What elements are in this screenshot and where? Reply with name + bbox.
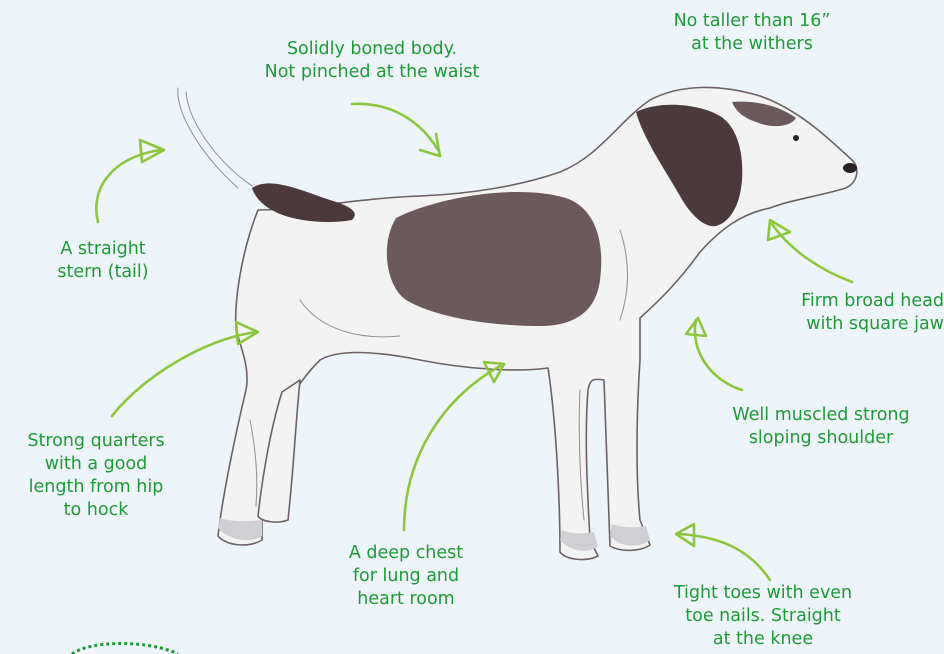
label-toes-line-1: Tight toes with even <box>648 582 878 605</box>
logo-mark <box>72 644 178 654</box>
label-chest-line-2: for lung and <box>326 565 486 588</box>
label-chest-line-1: A deep chest <box>326 542 486 565</box>
label-chest-line-3: heart room <box>326 588 486 611</box>
label-height-line-1: No taller than 16” <box>632 10 872 33</box>
label-quarters-line-2: with a good <box>6 453 186 476</box>
label-chest: A deep chest for lung and heart room <box>326 542 486 611</box>
label-body-line-1: Solidly boned body. <box>232 38 512 61</box>
label-body: Solidly boned body. Not pinched at the w… <box>232 38 512 84</box>
label-quarters-line-4: to hock <box>6 499 186 522</box>
label-quarters-line-1: Strong quarters <box>6 430 186 453</box>
label-stern-line-1: A straight <box>28 238 178 261</box>
label-stern: A straight stern (tail) <box>28 238 178 284</box>
label-toes: Tight toes with even toe nails. Straight… <box>648 582 878 651</box>
label-shoulder: Well muscled strong sloping shoulder <box>706 404 936 450</box>
arrow-body <box>352 104 440 156</box>
label-quarters: Strong quarters with a good length from … <box>6 430 186 522</box>
label-shoulder-line-1: Well muscled strong <box>706 404 936 427</box>
label-stern-line-2: stern (tail) <box>28 261 178 284</box>
label-toes-line-2: toe nails. Straight <box>648 605 878 628</box>
arrow-toes <box>676 524 770 580</box>
arrow-head <box>768 220 852 282</box>
arrow-quarters <box>112 322 258 416</box>
tail-sketch <box>178 88 238 188</box>
arrow-stern <box>96 140 164 222</box>
label-head-line-2: with square jaw <box>756 313 944 336</box>
label-toes-line-3: at the knee <box>648 628 878 651</box>
label-shoulder-line-2: sloping shoulder <box>706 427 936 450</box>
arrow-chest <box>404 362 504 530</box>
arrow-shoulder <box>686 318 742 390</box>
label-head-line-1: Firm broad head <box>756 290 944 313</box>
label-head: Firm broad head with square jaw <box>756 290 944 336</box>
label-body-line-2: Not pinched at the waist <box>232 61 512 84</box>
label-height-line-2: at the withers <box>632 33 872 56</box>
label-height: No taller than 16” at the withers <box>632 10 872 56</box>
label-quarters-line-3: length from hip <box>6 476 186 499</box>
